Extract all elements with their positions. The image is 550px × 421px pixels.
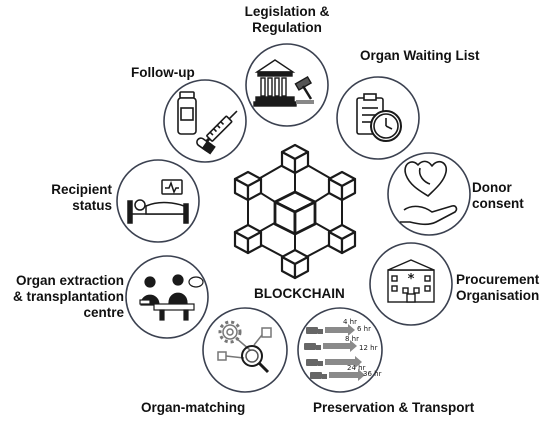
surgeons-icon: [139, 274, 204, 321]
label-recipient-status: Recipient status: [51, 182, 112, 213]
label-follow-up: Follow-up: [131, 65, 195, 80]
time-label: 8 hr: [345, 335, 359, 343]
node-legislation: [245, 43, 329, 127]
cube-top: [280, 143, 310, 175]
time-label: 6 hr: [357, 325, 371, 333]
node-recipient-status: [116, 159, 200, 243]
cube-left-upper: [233, 170, 263, 202]
hospital-building-icon: *: [387, 259, 435, 303]
node-waiting-list: [336, 76, 420, 160]
node-follow-up: [163, 79, 247, 163]
time-label: 24 hr: [347, 364, 366, 372]
cube-right-upper: [327, 170, 357, 202]
cube-left-lower: [233, 223, 263, 255]
node-preservation: 4 hr 6 hr 8 hr 12 hr 24 hr 36 hr: [297, 307, 383, 393]
hand-heart-icon: [400, 160, 458, 226]
courthouse-gavel-icon: [253, 59, 314, 107]
cube-right-lower: [327, 223, 357, 255]
label-legislation: Legislation & Regulation: [244, 4, 330, 35]
label-donor-consent: Donor consent: [472, 180, 524, 211]
label-organ-extraction: Organ extraction & transplantation centr…: [12, 273, 124, 320]
hospital-bed-icon: [127, 179, 189, 224]
node-organ-extraction: [125, 255, 209, 339]
medicine-syringe-icon: [177, 91, 238, 155]
node-organ-matching: [202, 307, 288, 393]
node-procurement: *: [369, 242, 453, 326]
time-label: 36 hr: [363, 370, 382, 378]
blockchain-network: [233, 143, 357, 280]
time-label: 12 hr: [359, 344, 378, 352]
label-waiting-list: Organ Waiting List: [360, 48, 480, 63]
svg-text:*: *: [408, 272, 415, 287]
label-blockchain: BLOCKCHAIN: [254, 286, 345, 301]
cube-bottom: [280, 248, 310, 280]
time-label: 4 hr: [343, 318, 357, 326]
node-donor-consent: [387, 152, 471, 236]
label-preservation: Preservation & Transport: [313, 400, 475, 415]
label-organ-matching: Organ-matching: [141, 400, 246, 415]
label-procurement: Procurement Organisation: [456, 272, 540, 303]
clipboard-clock-icon: [356, 93, 402, 142]
cube-center: [273, 190, 317, 236]
gears-magnifier-icon: [217, 320, 272, 374]
trucks-timeline-icon: 4 hr 6 hr 8 hr 12 hr 24 hr 36 hr: [304, 318, 382, 381]
